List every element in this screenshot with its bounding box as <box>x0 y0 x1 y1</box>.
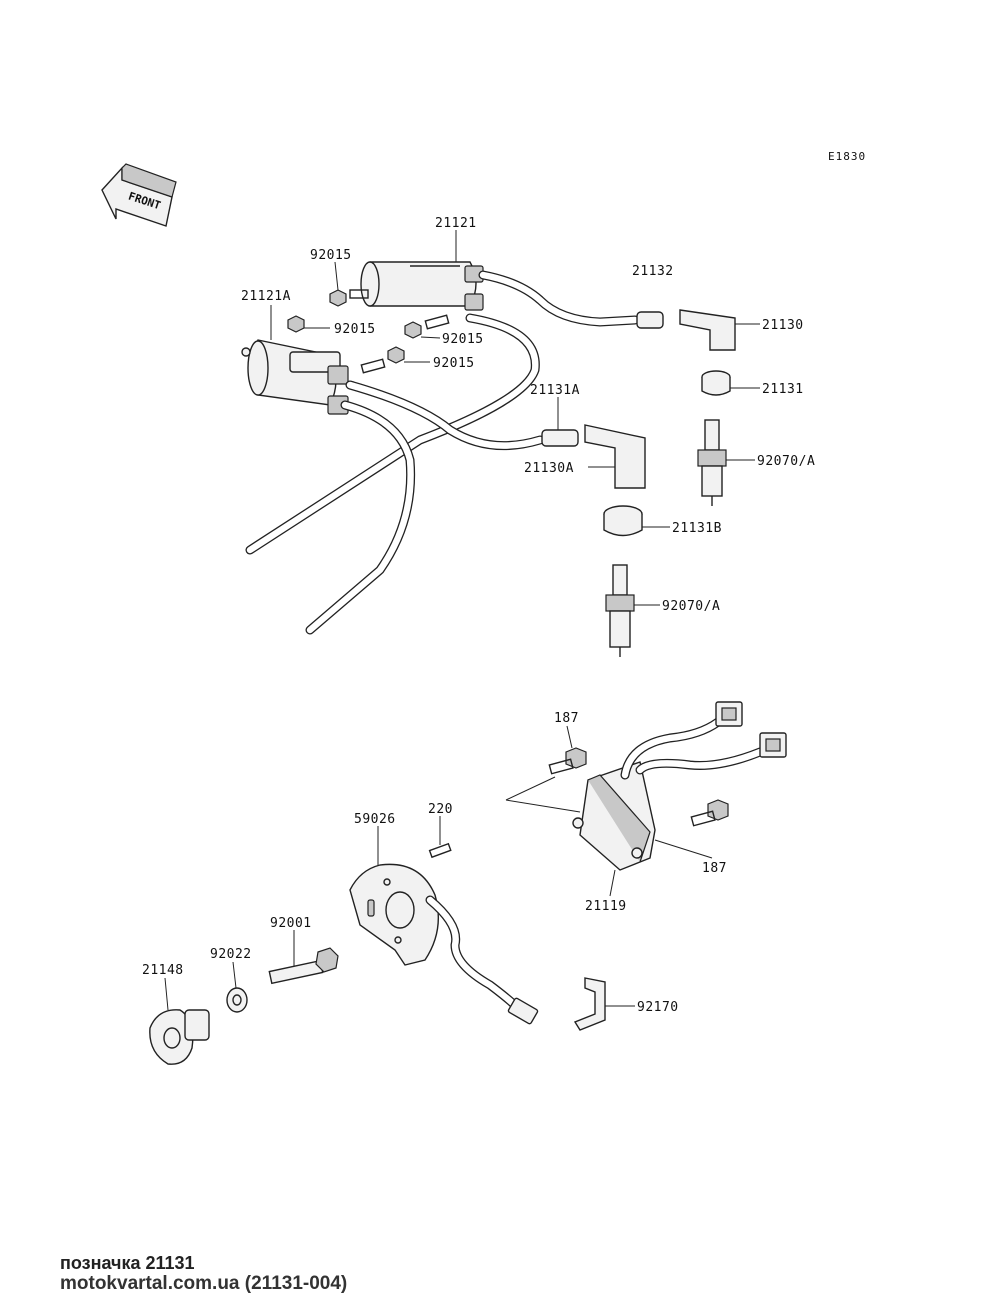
nut-92015-c <box>404 321 422 339</box>
callout-92170: 92170 <box>637 1000 679 1015</box>
callout-92015-b: 92015 <box>334 322 376 337</box>
connector-igniter-b <box>759 732 787 758</box>
spark-plug-cap-21130 <box>636 309 736 351</box>
timing-rotor-21148 <box>149 1009 210 1065</box>
seal-21131B <box>603 505 643 537</box>
washer-92022 <box>226 987 248 1013</box>
diagram-code: E1830 <box>828 150 866 163</box>
spark-plug-lower <box>605 564 635 657</box>
callout-92070-a-upper: 92070/A <box>757 454 815 469</box>
pickup-coil-plate-59026 <box>349 863 440 966</box>
spark-plug-cap-21130A <box>541 424 646 489</box>
callout-59026: 59026 <box>354 812 396 827</box>
callout-21121: 21121 <box>435 216 477 231</box>
screw-92015-c <box>424 314 450 330</box>
ignition-coil-lower <box>241 339 349 415</box>
callout-187-b: 187 <box>702 861 727 876</box>
screw-220 <box>428 842 452 859</box>
callout-21121A: 21121A <box>241 289 291 304</box>
bolt-187-b <box>690 799 729 827</box>
front-arrow-icon: FRONT <box>101 163 177 227</box>
callout-21131A: 21131A <box>530 383 580 398</box>
nut-92015-d <box>387 346 405 364</box>
igniter-21119 <box>572 761 656 871</box>
leader-lines <box>164 230 760 1011</box>
callout-92070-a-lower: 92070/A <box>662 599 720 614</box>
callout-92015-a: 92015 <box>310 248 352 263</box>
callout-92022: 92022 <box>210 947 252 962</box>
source-watermark: motokvartal.com.ua (21131-004) <box>60 1273 348 1294</box>
spark-plug-upper <box>697 419 727 506</box>
callout-21131B: 21131B <box>672 521 722 536</box>
callout-21130A: 21130A <box>524 461 574 476</box>
bolt-187-a <box>548 747 587 775</box>
seal-21131 <box>701 370 731 396</box>
callout-92001: 92001 <box>270 916 312 931</box>
connector-pickup <box>507 997 539 1025</box>
ignition-coil-upper <box>360 261 484 311</box>
screw-92015-d <box>360 358 386 374</box>
nut-92015-a <box>329 289 347 307</box>
callout-21130: 21130 <box>762 318 804 333</box>
caption-text: позначка 21131 <box>60 1253 195 1273</box>
connector-igniter-a <box>715 701 743 727</box>
callout-21132: 21132 <box>632 264 674 279</box>
bolt-92001 <box>268 947 339 985</box>
callout-220: 220 <box>428 802 453 817</box>
callout-92015-c: 92015 <box>442 332 484 347</box>
clamp-92170 <box>573 977 606 1031</box>
callout-187-a: 187 <box>554 711 579 726</box>
screw-92015-a <box>349 289 369 299</box>
callout-92015-d: 92015 <box>433 356 475 371</box>
callout-21148: 21148 <box>142 963 184 978</box>
nut-92015-b <box>287 315 305 333</box>
callout-21119: 21119 <box>585 899 627 914</box>
callout-21131: 21131 <box>762 382 804 397</box>
